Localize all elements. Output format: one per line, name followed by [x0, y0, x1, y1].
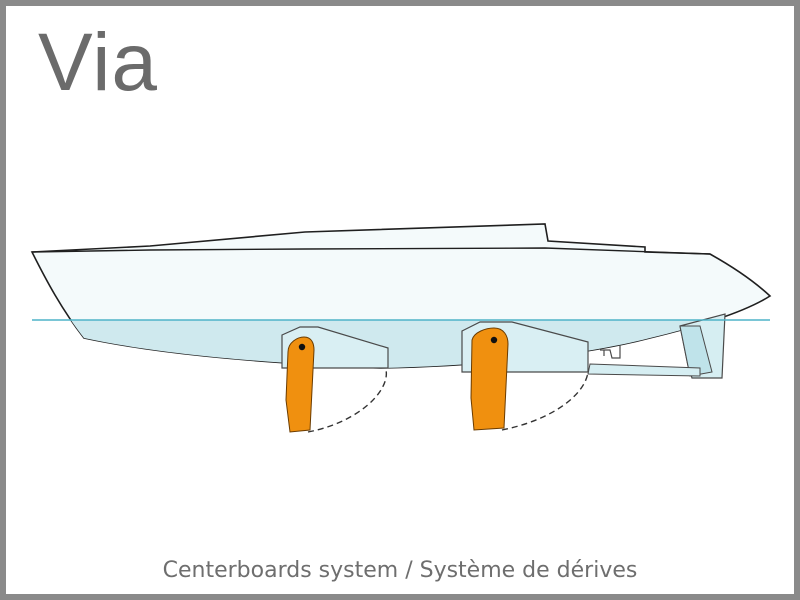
rudder-blade [679, 325, 713, 377]
caption: Centerboards system / Système de dérives [162, 558, 638, 583]
aft-pivot [490, 336, 498, 344]
deck-line [31, 247, 711, 255]
hull-underwater [70, 320, 715, 368]
bracket-fitting [600, 345, 621, 359]
forward-pivot [298, 343, 306, 351]
title: Via [38, 17, 159, 108]
aft-swing-arc [501, 371, 589, 431]
aft-centerboard [470, 327, 509, 431]
rudder-bar [587, 363, 701, 377]
forward-centerboard [285, 336, 315, 433]
forward-swing-arc [307, 369, 387, 433]
